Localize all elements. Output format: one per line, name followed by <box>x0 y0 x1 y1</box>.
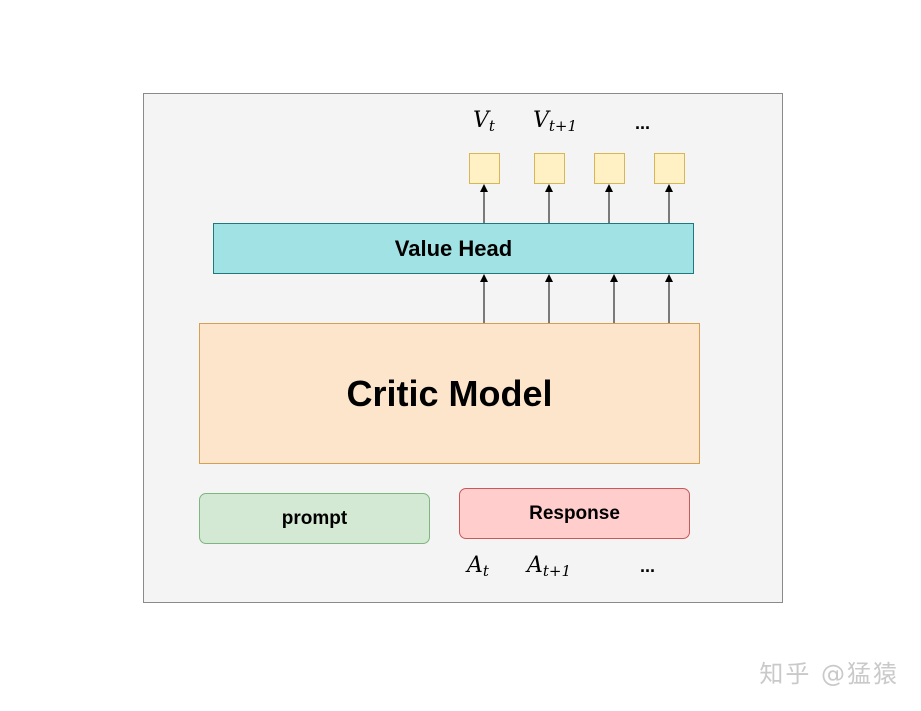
action-label-at1: At+1 <box>527 553 572 580</box>
critic-model-box: Critic Model <box>199 323 700 464</box>
watermark: 知乎 @猛猿 <box>759 660 899 688</box>
value-head-label: Value Head <box>394 235 513 261</box>
response-box: Response <box>459 488 690 539</box>
value-label-vt1: Vt+1 <box>533 108 578 135</box>
action-label-at: At <box>467 553 489 580</box>
prompt-box: prompt <box>199 493 430 544</box>
value-output-box-4 <box>654 153 685 184</box>
value-output-box-3 <box>594 153 625 184</box>
action-label-ellipsis: ... <box>640 556 656 576</box>
critic-model-label: Critic Model <box>346 372 553 414</box>
value-label-vt: Vt <box>473 108 495 135</box>
prompt-label: prompt <box>281 507 348 529</box>
response-label: Response <box>529 502 620 524</box>
value-output-box-1 <box>469 153 500 184</box>
value-head-box: Value Head <box>213 223 694 274</box>
value-label-ellipsis: ... <box>635 113 651 133</box>
value-output-box-2 <box>534 153 565 184</box>
